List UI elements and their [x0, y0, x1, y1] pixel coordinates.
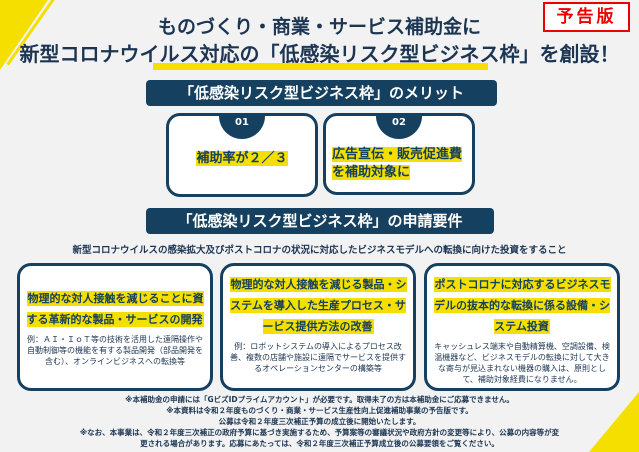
corner-decoration-top-left — [0, 0, 48, 70]
requirements-header: 「低感染リスク型ビジネス枠」の申請要件 — [146, 208, 494, 234]
note: 更される場合があります。応募にあたっては、令和２年度三次補正予算成立後の公募要領… — [140, 439, 499, 448]
merit-text: 広告宣伝・販売促進費を補助対象に — [332, 147, 463, 180]
preview-stamp: 予告版 — [543, 2, 630, 32]
title-line-1: ものづくり・商業・サービス補助金に — [157, 16, 481, 38]
requirement-heading: ポストコロナに対応するビジネスモデルの抜本的な転換に係る設備・システム投資 — [433, 277, 611, 334]
note: ※なお、本事業は、令和２年度三次補正の政府予算に基づき実施するため、予算案等の審… — [79, 428, 560, 437]
requirement-example: キャッシュレス端末や自動精算機、空調設備、検温機器など、ビジネスモデルの転換に対… — [434, 342, 610, 384]
title-underline — [153, 63, 488, 70]
note: 公募は令和２年度三次補正予算の成立後に開始いたします。 — [218, 417, 421, 426]
footnotes: ※本補助金の申請には「GビズIDプライムアカウント」が必要です。取得未了の方は本… — [0, 394, 639, 449]
requirements-subtitle: 新型コロナウイルスの感染拡大及びポストコロナの状況に対応したビジネスモデルへの転… — [72, 245, 567, 256]
title-line-2: 新型コロナウイルス対応の「低感染リスク型ビジネス枠」を創設！ — [19, 42, 620, 66]
merit-number: 01 — [219, 113, 265, 139]
corner-decoration-bottom-right — [589, 392, 639, 452]
requirement-example: 例：ＡＩ・ＩｏＴ等の技術を活用した遠隔操作や自動制御等の機能を有する製品開発（部… — [27, 335, 203, 366]
requirement-heading: 物理的な対人接触を減じる製品・システムを導入した生産プロセス・サービス提供方法の… — [229, 277, 407, 334]
merit-card-2: 02 広告宣伝・販売促進費を補助対象に — [323, 113, 475, 195]
requirement-card-1: 物理的な対人接触を減じることに資する革新的な製品・サービスの開発 例：ＡＩ・Ｉｏ… — [17, 263, 213, 391]
requirement-heading: 物理的な対人接触を減じることに資する革新的な製品・サービスの開発 — [26, 291, 204, 327]
merits-header: 「低感染リスク型ビジネス枠」のメリット — [146, 80, 497, 106]
requirement-card-2: 物理的な対人接触を減じる製品・システムを導入した生産プロセス・サービス提供方法の… — [220, 263, 416, 391]
merit-card-1: 01 補助率が２／３ — [166, 113, 318, 197]
requirement-example: 例：ロボットシステムの導入によるプロセス改善、複数の店舗や施設に遠隔でサービスを… — [230, 342, 406, 373]
merit-number: 02 — [376, 113, 422, 139]
note: ※本資料は令和２年度ものづくり・商業・サービス生産性向上促進補助事業の予告版です… — [166, 406, 473, 415]
note: ※本補助金の申請には「GビズIDプライムアカウント」が必要です。取得未了の方は本… — [125, 395, 514, 404]
requirement-card-3: ポストコロナに対応するビジネスモデルの抜本的な転換に係る設備・システム投資 キャ… — [424, 263, 620, 391]
merit-text: 補助率が２／３ — [196, 151, 288, 166]
